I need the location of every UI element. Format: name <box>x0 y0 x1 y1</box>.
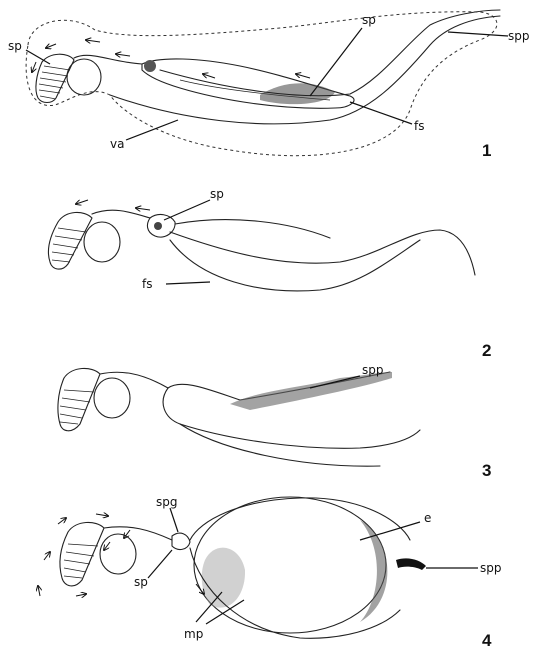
bursa-sac <box>67 59 101 95</box>
vagina-outline <box>26 12 497 156</box>
panel-1: sp sp spp fs va 1 <box>8 10 530 160</box>
label-sp-right: sp <box>362 13 376 27</box>
spermatheca-segmented <box>60 522 104 586</box>
spermatophore-body <box>142 59 354 108</box>
label-sp: sp <box>210 187 224 201</box>
spermatheca-segmented <box>48 212 92 269</box>
label-e: e <box>424 511 431 525</box>
label-va: va <box>110 137 124 151</box>
label-mp: mp <box>184 627 203 641</box>
bursa-sac <box>100 534 136 574</box>
panel-number-4: 4 <box>482 631 492 650</box>
panel-number-2: 2 <box>482 341 491 360</box>
micropyle-stipple <box>202 548 245 608</box>
spermatophore-plug <box>230 372 392 410</box>
label-fs: fs <box>414 119 424 133</box>
panel-4: spg sp mp e spp 4 <box>38 495 502 650</box>
panel-number-1: 1 <box>482 141 491 160</box>
label-spp: spp <box>362 363 384 377</box>
panel-3: spp 3 <box>58 363 492 480</box>
spermatheca-segmented <box>36 54 74 102</box>
label-fs: fs <box>142 277 152 291</box>
bursa-sac <box>84 222 120 262</box>
label-spg: spg <box>156 495 178 509</box>
label-sp-left: sp <box>8 39 22 53</box>
duct <box>74 55 142 64</box>
spermatophore-plug <box>396 558 426 570</box>
label-spp: spp <box>508 29 530 43</box>
panel-number-3: 3 <box>482 461 491 480</box>
bursa-sac <box>94 378 130 418</box>
label-sp: sp <box>134 575 148 589</box>
panel-2: sp fs 2 <box>48 187 491 360</box>
sperm-gland <box>172 533 190 549</box>
label-spp: spp <box>480 561 502 575</box>
sperm-mass <box>260 83 335 104</box>
